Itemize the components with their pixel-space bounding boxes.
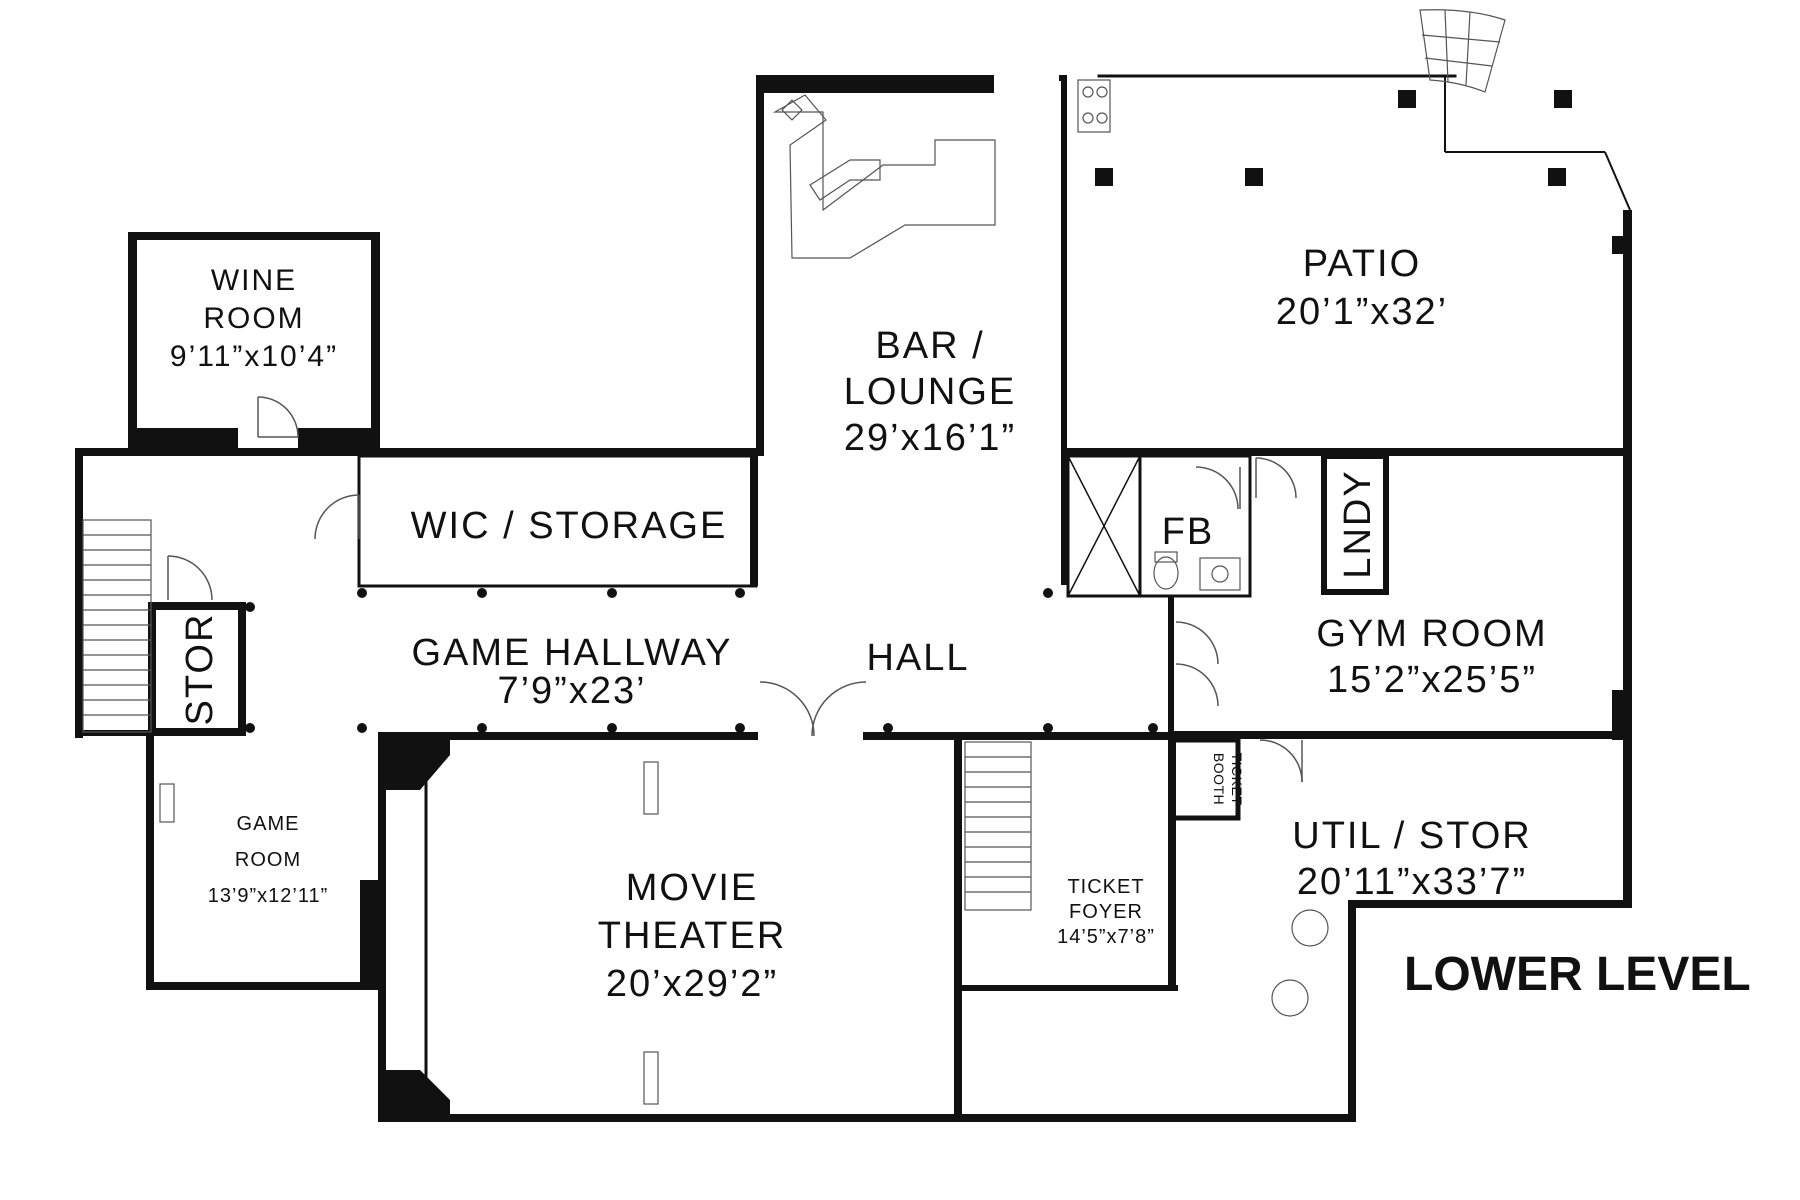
game-room-label: GAME [237,813,300,835]
wine-room-dims: 9’11”x10’4” [170,340,338,373]
util-stor-label: UTIL / STOR [1292,815,1531,857]
ticket-foyer-label: TICKET [1067,876,1144,898]
gym-room-label: GYM ROOM [1316,613,1547,655]
wic-storage-label: WIC / STORAGE [411,505,728,547]
bar-lounge-label-2: LOUNGE [844,371,1016,413]
posts [245,90,1630,733]
movie-theater-label-2: THEATER [598,915,787,957]
ticket-booth-label: TICKET [1229,753,1245,806]
stairs-foyer [964,741,1032,911]
fixtures [82,9,1506,1105]
patio-dims: 20’1”x32’ [1276,291,1448,333]
lndy-label: LNDY [1337,469,1379,578]
movie-theater-dims: 20’x29’2” [606,963,778,1005]
gym-room-dims: 15’2”x25’5” [1327,659,1537,701]
game-room-label-2: ROOM [235,849,301,871]
stor-label: STOR [179,613,221,726]
wine-room-label-2: ROOM [203,302,304,335]
ticket-foyer-label-2: FOYER [1069,901,1143,923]
stairs-left [82,519,152,733]
hall-label: HALL [866,637,969,679]
wine-room-label: WINE [211,264,297,297]
util-stor-dims: 20’11”x33’7” [1297,861,1527,903]
bar-lounge-label: BAR / [875,325,984,367]
plan-title: LOWER LEVEL [1404,948,1751,1001]
game-hallway-dims: 7’9”x23’ [497,670,646,712]
ticket-foyer-dims: 14’5”x7’8” [1057,926,1155,948]
fb-label: FB [1162,511,1215,553]
movie-theater-label: MOVIE [626,867,758,909]
bar-lounge-dims: 29’x16’1” [844,417,1016,459]
game-hallway-label: GAME HALLWAY [411,632,732,674]
walls [75,74,1632,1122]
ticket-booth-label-2: BOOTH [1211,753,1227,805]
room-labels: WINE ROOM 9’11”x10’4” BAR / LOUNGE 29’x1… [170,243,1547,1005]
patio-label: PATIO [1303,243,1421,285]
game-room-dims: 13’9”x12’11” [208,885,329,907]
